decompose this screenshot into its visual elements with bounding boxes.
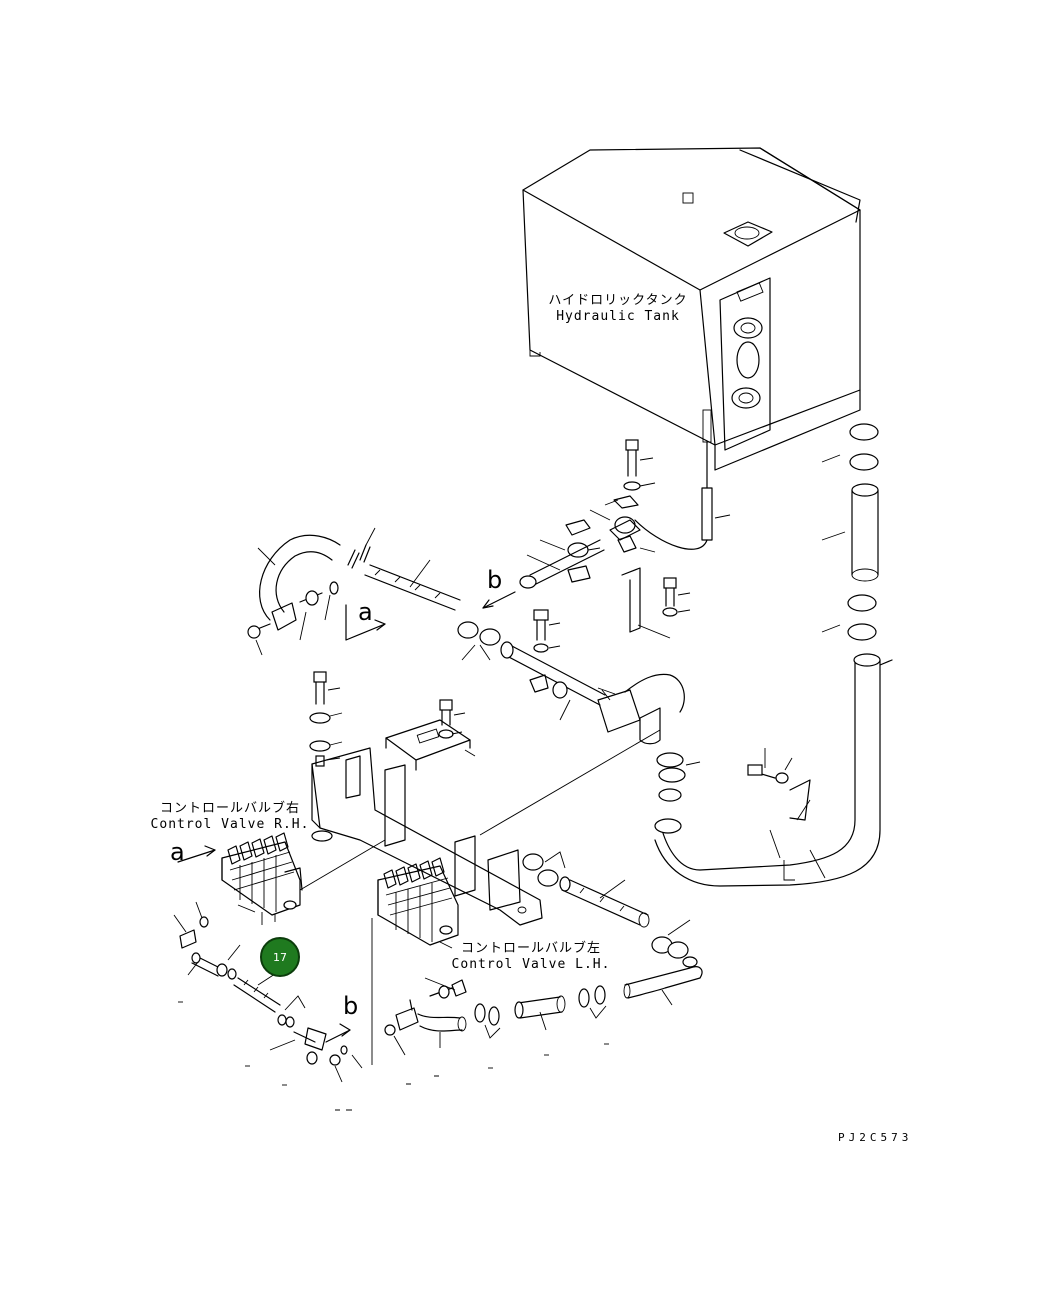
control-valve-lh-label-jp: コントロールバルブ左: [460, 941, 601, 956]
part-callout-17[interactable]: 17: [260, 937, 300, 977]
control-valve-rh-label: コントロールバルブ右 Control Valve R.H.: [150, 801, 310, 833]
control-valve-lh-label: コントロールバルブ左 Control Valve L.H.: [448, 941, 614, 973]
middle-pipe-assembly: [500, 609, 685, 745]
control-valve-rh-label-jp: コントロールバルブ右: [159, 801, 300, 816]
rh-lower-fittings: [173, 901, 363, 1083]
hydraulic-tank: [522, 147, 861, 471]
control-valve-lh-label-en: Control Valve L.H.: [451, 957, 611, 972]
part-callout-number: 17: [273, 950, 287, 964]
control-valve-rh: [221, 832, 303, 925]
valve-mounting-frame: [299, 671, 661, 926]
view-marker-a-upper: a: [358, 598, 373, 626]
control-valve-lh: [371, 857, 459, 1065]
drawing-code: PJ2C573: [838, 1131, 913, 1144]
upper-piping: [519, 439, 691, 639]
hose-lh-right: [522, 851, 691, 959]
view-marker-b-lower: b: [343, 992, 359, 1020]
leader-stubs: [178, 1001, 609, 1111]
hydraulic-tank-label-en: Hydraulic Tank: [556, 309, 680, 324]
hydraulic-tank-label-jp: ハイドロリックタンク: [548, 293, 688, 308]
tank-outlet-hose: [634, 409, 731, 550]
suction-hose-right: [654, 423, 893, 887]
lh-lower-fittings: [384, 956, 703, 1056]
control-valve-rh-label-en: Control Valve R.H.: [150, 817, 310, 832]
view-a-arrow-left: [177, 845, 216, 863]
view-a-arrow-upper: [345, 604, 386, 641]
view-b-arrow-upper: [482, 591, 516, 609]
view-marker-b-upper: b: [487, 566, 503, 594]
view-marker-a-left: a: [170, 838, 185, 866]
hose-clamps-center: [656, 752, 701, 802]
hydraulic-tank-label: ハイドロリックタンク Hydraulic Tank: [548, 293, 688, 325]
upper-left-hose: [247, 527, 501, 661]
